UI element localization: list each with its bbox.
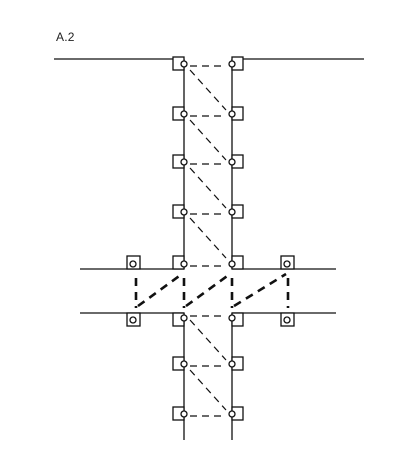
diagram-label: A.2 xyxy=(56,30,75,44)
crossing-heavy-dashes xyxy=(134,272,290,308)
column-dashed-links xyxy=(189,65,227,417)
column-markers xyxy=(126,56,295,421)
